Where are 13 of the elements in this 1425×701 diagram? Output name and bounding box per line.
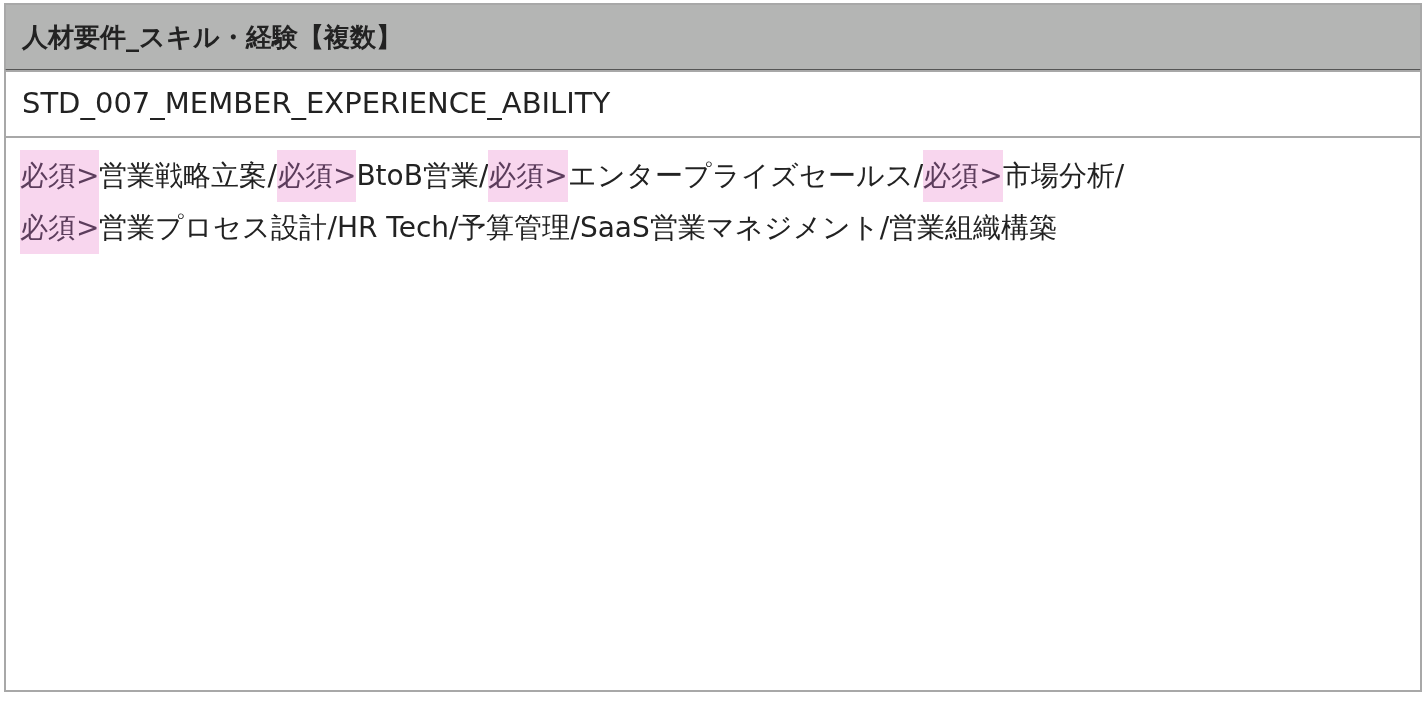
header-cell: 人材要件_スキル・経験【複数】	[4, 3, 1422, 72]
skill-text: エンタープライズセールス/	[567, 159, 924, 192]
required-tag: 必須>	[923, 150, 1003, 202]
table-cell	[4, 136, 1422, 692]
skill-text: 営業戦略立案/	[99, 159, 277, 192]
skill-text: 市場分析/	[1002, 159, 1125, 192]
code-cell: STD_007_MEMBER_EXPERIENCE_ABILITY	[4, 70, 1422, 138]
required-tag: 必須>	[276, 150, 357, 202]
skill-text: 営業プロセス設計/HR Tech/予算管理/SaaS営業マネジメント/営業組織構築	[99, 211, 1058, 244]
required-tag: 必須>	[20, 150, 100, 202]
required-tag: 必須>	[20, 202, 100, 254]
skill-text: BtoB営業/	[356, 159, 489, 192]
required-tag: 必須>	[488, 150, 568, 202]
